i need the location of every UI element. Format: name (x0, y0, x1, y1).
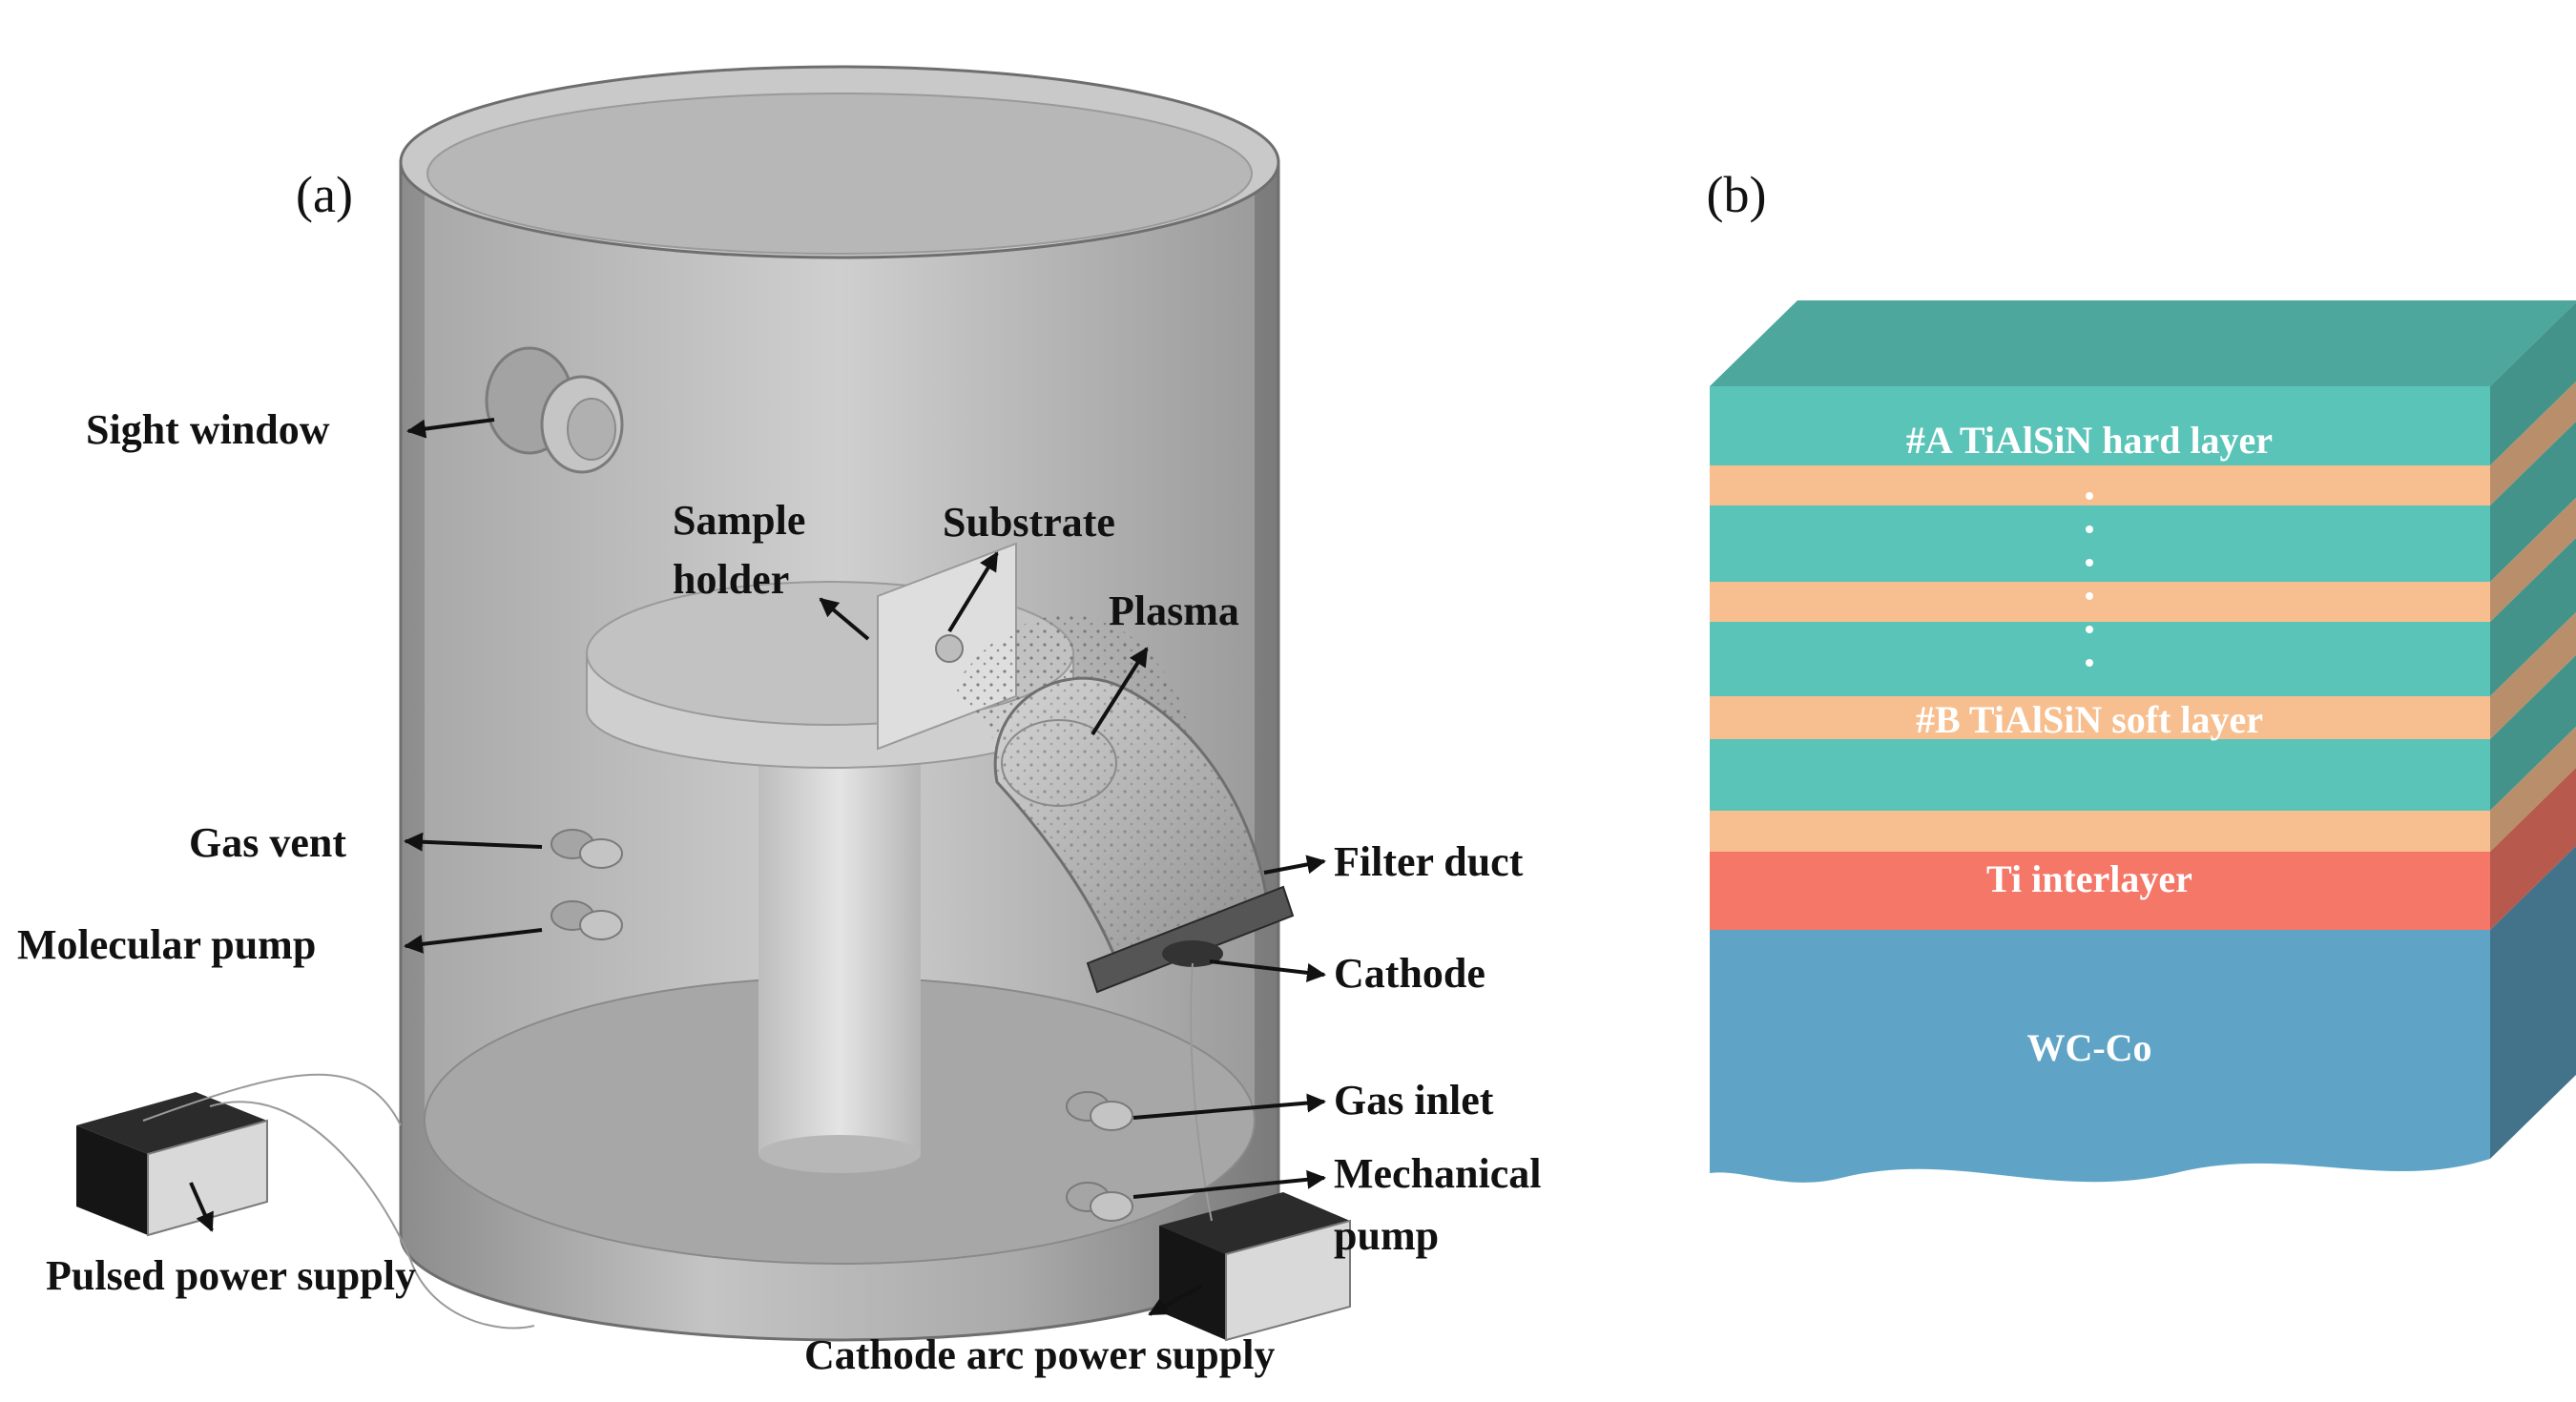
holder-column (758, 725, 921, 1154)
band-soft-3 (1710, 696, 2490, 739)
duct-flange (1086, 885, 1295, 994)
label-soft-layer: #B TiAlSiN soft layer (1916, 698, 2263, 741)
arrow-mechanical-pump (1132, 1169, 1326, 1199)
sight-window (485, 346, 624, 474)
arrow-gas-inlet (1132, 1093, 1326, 1120)
band-soft-3-side (2490, 611, 2576, 739)
arrow-gas-vent (404, 832, 543, 852)
arrow-plasma (1091, 647, 1149, 736)
panel-b-title: (b) (1707, 166, 1767, 223)
arrow-cathode (1209, 959, 1326, 982)
cathode (1162, 940, 1223, 967)
label-plasma: Plasma (1109, 588, 1239, 634)
mechanical-pump-port (1066, 1182, 1133, 1222)
label-wc-co: WC-Co (2026, 1026, 2151, 1069)
ellipsis-dots (2086, 492, 2093, 667)
arrow-substrate (947, 551, 999, 633)
arrow-pulsed-power-supply (189, 1182, 214, 1232)
coating-stack (1710, 300, 2576, 1183)
label-gas-inlet: Gas inlet (1334, 1077, 1494, 1124)
label-mechanical-pump-2: pump (1334, 1212, 1439, 1259)
band-soft-2-side (2490, 497, 2576, 622)
panel-a-title: (a) (296, 166, 353, 223)
label-sight-window: Sight window (86, 406, 330, 453)
arrow-filter-duct (1263, 855, 1326, 875)
band-soft-1 (1710, 465, 2490, 505)
sample-holder (586, 542, 1074, 1173)
band-hard-3-side (2490, 537, 2576, 696)
substrate (935, 634, 964, 663)
band-hard-2 (1710, 505, 2490, 582)
label-molecular-pump: Molecular pump (17, 921, 316, 968)
band-hard-4 (1710, 739, 2490, 811)
pulsed-power-supply-box (76, 1073, 535, 1330)
band-hard-1 (1710, 386, 2490, 465)
band-hard-4-side (2490, 654, 2576, 811)
band-soft-2 (1710, 582, 2490, 622)
label-cathode: Cathode (1334, 950, 1485, 997)
label-hard-layer: #A TiAlSiN hard layer (1906, 419, 2273, 462)
band-soft-1-side (2490, 381, 2576, 505)
label-substrate: Substrate (943, 499, 1115, 546)
filter-duct (993, 676, 1295, 994)
band-wc-co-side (2490, 845, 2576, 1159)
band-hard-2-side (2490, 421, 2576, 582)
wall-ports (551, 829, 1133, 1222)
label-gas-vent: Gas vent (189, 819, 346, 866)
label-filter-duct: Filter duct (1334, 838, 1524, 885)
band-ti-interlayer (1710, 852, 2490, 930)
gas-inlet-port (1066, 1091, 1133, 1131)
band-ti-interlayer-side (2490, 767, 2576, 930)
gas-vent-port (551, 829, 623, 869)
label-sample-holder-2: holder (673, 556, 789, 603)
label-ti-interlayer: Ti interlayer (1986, 857, 2192, 900)
arrow-sight-window (406, 418, 495, 439)
band-soft-4-side (2490, 726, 2576, 852)
label-cathode-arc-power-supply: Cathode arc power supply (804, 1331, 1275, 1378)
stack-top-face (1710, 300, 2576, 386)
molecular-pump-port (551, 900, 623, 940)
label-pulsed-power-supply: Pulsed power supply (46, 1252, 416, 1299)
band-hard-1-side (2490, 301, 2576, 465)
label-sample-holder-1: Sample (673, 497, 805, 544)
band-hard-3 (1710, 622, 2490, 696)
arrow-molecular-pump (404, 928, 543, 954)
arrow-sample-holder (819, 597, 870, 641)
label-mechanical-pump-1: Mechanical (1334, 1150, 1542, 1197)
chamber-opening (426, 93, 1253, 255)
band-soft-4 (1710, 811, 2490, 852)
band-wc-co (1710, 930, 2490, 1183)
cathode-arc-power-supply-box (1159, 962, 1351, 1342)
arrow-cathode-arc-power-supply (1148, 1284, 1203, 1316)
